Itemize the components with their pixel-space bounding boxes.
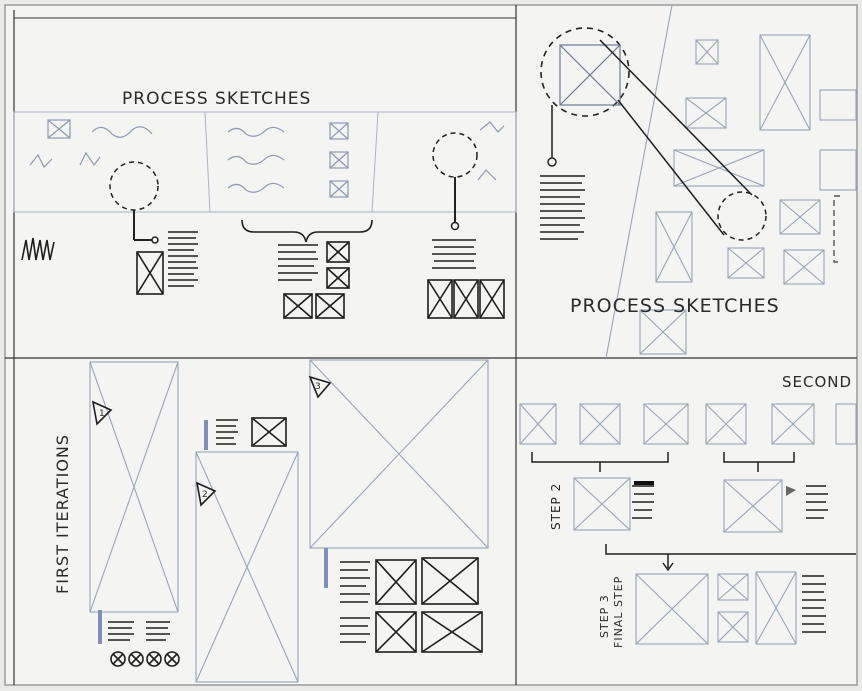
- top-left-panel: [13, 111, 517, 319]
- top-right-panel: [540, 4, 857, 359]
- badge-3: 3: [315, 382, 322, 392]
- title-second: SECOND: [782, 373, 852, 391]
- badge-2: 2: [202, 490, 209, 500]
- title-top-left: PROCESS SKETCHES: [122, 89, 311, 109]
- label-final-step: FINAL STEP: [612, 576, 625, 648]
- bottom-right-panel: [519, 403, 857, 645]
- label-step-2: STEP 2: [549, 483, 563, 530]
- badge-1: 1: [99, 409, 106, 419]
- bottom-left-panel: [89, 359, 489, 683]
- title-first-iterations: FIRST ITERATIONS: [53, 434, 72, 594]
- title-top-right: PROCESS SKETCHES: [570, 295, 780, 317]
- label-step-3: STEP 3: [598, 594, 611, 638]
